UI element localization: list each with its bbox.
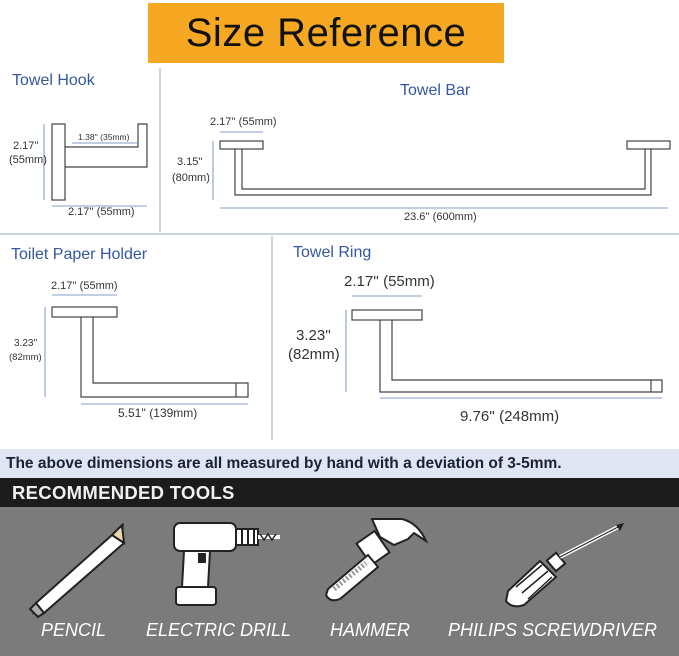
bar-plate-dim: 2.17'' (55mm) [210,116,277,128]
ring-height-mm: (82mm) [288,346,340,363]
measurement-notice: The above dimensions are all measured by… [0,449,679,478]
bar-height-mm: (80mm) [172,172,210,184]
tools-header: RECOMMENDED TOOLS [0,478,679,507]
towel-hook-label: Towel Hook [12,72,95,89]
towel-hook-drawing [43,123,148,207]
hook-depth-dim: 1.38'' (35mm) [78,132,130,142]
hook-height-dim: 2.17'' [13,140,39,152]
bar-height-dim: 3.15'' [177,156,203,168]
drill-icon [173,522,280,606]
tool-label-drill: ELECTRIC DRILL [146,620,292,640]
tp-plate-dim: 2.17'' (55mm) [51,280,118,292]
tool-label-hammer: HAMMER [330,620,410,640]
towel-bar-drawing [212,131,671,209]
ring-height-dim: 3.23'' [296,327,331,344]
towel-ring-label: Towel Ring [293,244,372,261]
hammer-icon [324,518,429,602]
toilet-paper-holder-label: Toilet Paper Holder [11,246,148,263]
dimension-drawings [0,68,679,440]
tool-label-screwdriver: PHILIPS SCREWDRIVER [448,620,658,640]
screwdriver-icon [504,523,624,608]
tp-height-mm: (82mm) [9,352,42,363]
ring-length-dim: 9.76'' (248mm) [460,408,560,425]
notice-text: The above dimensions are all measured by… [6,454,562,472]
tools-panel: PENCIL ELECTRIC DRILL HAMMER PHILIPS SCR… [0,507,679,656]
page-title: Size Reference [185,10,467,55]
ring-plate-dim: 2.17'' (55mm) [344,273,435,290]
towel-bar-label: Towel Bar [400,82,471,99]
hook-width-dim: 2.17'' (55mm) [68,206,135,218]
tp-length-dim: 5.51'' (139mm) [118,406,198,420]
bar-length-dim: 23.6'' (600mm) [404,211,477,223]
pencil-icon [28,522,126,619]
tool-label-pencil: PENCIL [41,620,107,640]
towel-ring-drawing [345,295,663,399]
hook-height-mm: (55mm) [9,154,47,166]
toilet-paper-holder-drawing [44,294,249,405]
tp-height-dim: 3.23'' [14,338,38,349]
title-banner: Size Reference [148,3,504,63]
tools-heading: RECOMMENDED TOOLS [12,481,235,503]
